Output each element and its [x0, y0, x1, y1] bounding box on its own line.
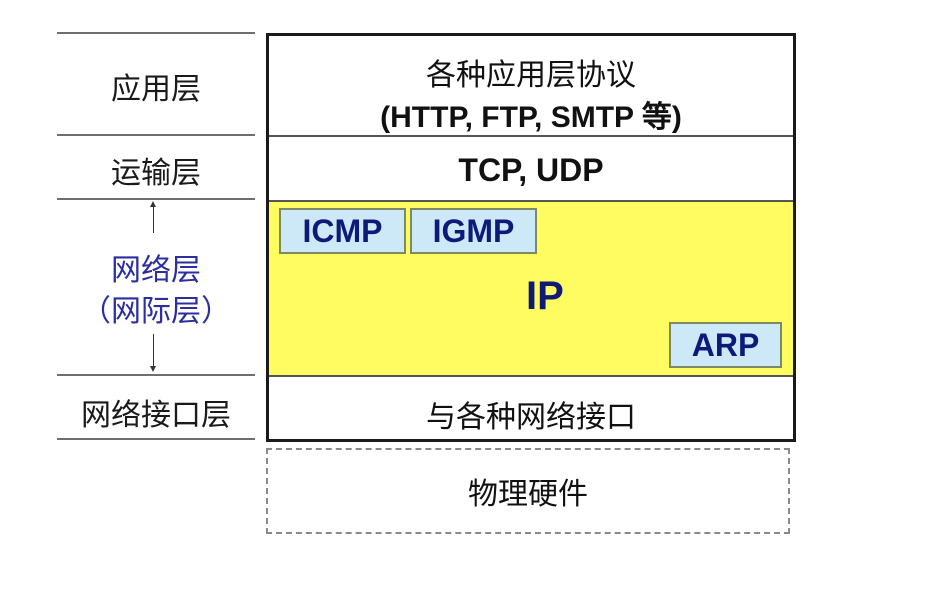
igmp-box: IGMP [410, 208, 537, 254]
network-layer-area: ICMP IGMP IP ARP [269, 202, 793, 375]
label-transport-layer: 运输层 [111, 156, 201, 191]
application-protocols-examples: (HTTP, FTP, SMTP 等) [380, 101, 682, 134]
arp-box: ARP [669, 322, 782, 368]
left-divider-transport-network [57, 198, 255, 200]
protocol-stack: 各种应用层协议 (HTTP, FTP, SMTP 等) TCP, UDP ICM… [266, 33, 796, 442]
left-divider-network-link [57, 374, 255, 376]
ip-label: IP [526, 274, 564, 318]
label-application-layer: 应用层 [111, 72, 201, 107]
label-network-layer: 网络层 [111, 253, 201, 288]
stack-divider-transport-network [269, 200, 793, 202]
left-divider-app-transport [57, 134, 255, 136]
left-divider-bottom [57, 438, 255, 440]
stack-divider-app-transport [269, 135, 793, 137]
label-internet-layer: （网际层） [81, 294, 231, 329]
icmp-box: ICMP [279, 208, 406, 254]
physical-hardware-label: 物理硬件 [468, 477, 588, 512]
application-protocols-title: 各种应用层协议 [426, 58, 636, 93]
stack-divider-network-link [269, 375, 793, 377]
label-link-layer: 网络接口层 [81, 398, 231, 433]
transport-protocols: TCP, UDP [458, 152, 604, 188]
left-divider-top [57, 32, 255, 34]
network-arrow-up-line [153, 205, 154, 233]
physical-hardware-box: 物理硬件 [266, 448, 790, 534]
network-arrow-down-line [153, 334, 154, 368]
arrow-up-icon [150, 201, 156, 207]
arrow-down-icon [150, 366, 156, 372]
link-interfaces: 与各种网络接口 [426, 400, 636, 435]
